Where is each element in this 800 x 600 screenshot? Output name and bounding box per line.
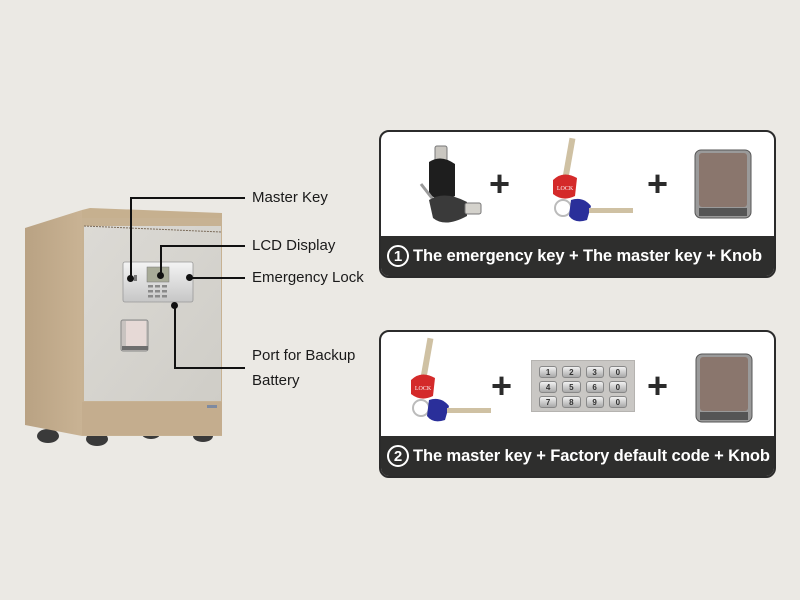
callout-master-key: Master Key [252,189,328,206]
keypad-key: 5 [562,381,581,393]
plus-sign: + [647,163,669,204]
plus-sign: + [491,365,513,406]
keypad-key: 4 [539,381,558,393]
svg-text:LOCK: LOCK [557,186,574,192]
safe-side [25,210,82,436]
callout-lcd-display: LCD Display [252,237,336,254]
callout-line [160,246,162,275]
keypad-key: 9 [585,396,604,408]
step-number-badge: 2 [387,445,409,467]
master-key-dot [127,275,134,282]
panel-items: + LOCK + [381,132,774,238]
callout-emergency-lock: Emergency Lock [252,269,364,286]
callout-line [160,245,245,247]
panel-caption-bar: 2 The master key + Factory default code … [381,436,774,476]
master-key-icon: LOCK [411,337,491,422]
svg-text:LOCK: LOCK [415,386,432,392]
step-number-badge: 1 [387,245,409,267]
callout-line [174,305,176,368]
keypad-key: 7 [539,396,558,408]
callout-line [130,198,132,278]
callout-line [130,197,245,199]
unlock-method-panel-1: + LOCK + 1 The emergency key + The maste… [379,130,776,278]
keypad-key: 0 [608,381,627,393]
keypad-key: 1 [539,366,558,378]
master-key-slot [134,275,137,281]
panel-caption-bar: 1 The emergency key + The master key + K… [381,236,774,276]
keypad-key: 8 [562,396,581,408]
panel-caption: The emergency key + The master key + Kno… [413,246,762,265]
panel-caption: The master key + Factory default code + … [413,446,770,465]
emergency-lock-dot [186,274,193,281]
callout-backup-battery-line1: Port for Backup [252,347,356,364]
safe-foot [37,429,59,443]
lcd-display-dot [157,272,164,279]
callout-line [174,367,245,369]
safe-keypad [148,285,167,298]
callout-line [190,277,245,279]
plus-sign: + [489,163,511,204]
safe-door [84,226,221,401]
keypad-key: 3 [585,366,604,378]
plus-sign: + [647,365,669,406]
keypad-key: 6 [585,381,604,393]
keypad-key: 0 [608,396,627,408]
keypad-key: 2 [562,366,581,378]
safe-base [82,402,222,435]
knob-icon [694,149,752,219]
keypad-key: 0 [608,366,627,378]
master-key-icon: LOCK [553,137,633,222]
emergency-key-icon [419,145,482,223]
knob-icon [695,353,753,423]
callout-backup-battery-line2: Battery [252,372,300,389]
